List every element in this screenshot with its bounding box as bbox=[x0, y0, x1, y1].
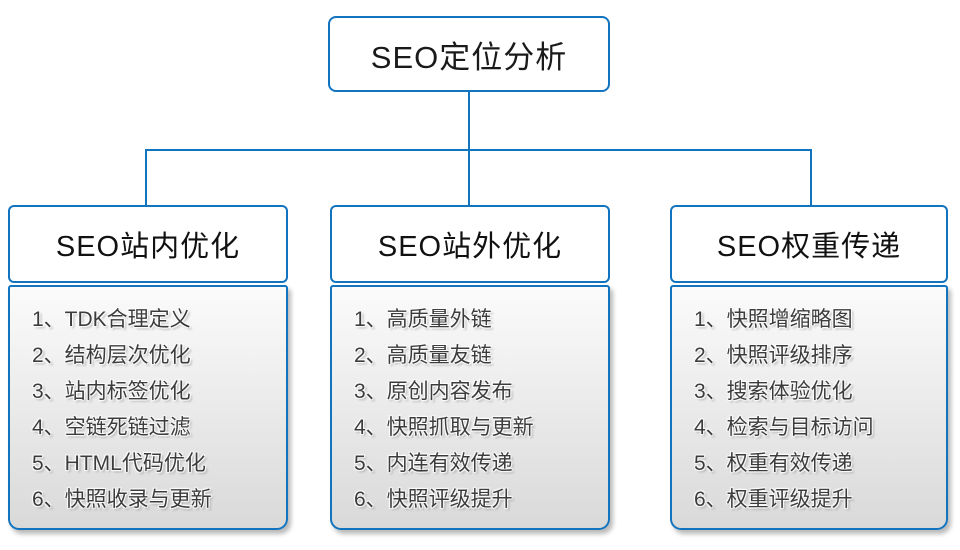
root-node-seo-positioning: SEO定位分析 bbox=[328, 16, 610, 92]
list-item: 4、检索与目标访问 bbox=[694, 416, 874, 439]
connector-middle-vertical bbox=[468, 149, 470, 206]
list-item: 5、HTML代码优化 bbox=[32, 452, 206, 475]
branch-header-onsite-title: SEO站内优化 bbox=[55, 231, 241, 263]
connector-root-vertical bbox=[468, 92, 470, 150]
list-item: 1、快照增缩略图 bbox=[694, 308, 853, 331]
list-item: 3、站内标签优化 bbox=[32, 380, 191, 403]
list-item: 5、权重有效传递 bbox=[694, 452, 853, 475]
list-item: 2、高质量友链 bbox=[354, 344, 492, 367]
list-item: 6、权重评级提升 bbox=[694, 488, 853, 511]
list-item: 2、快照评级排序 bbox=[694, 344, 853, 367]
branch-header-offsite-title: SEO站外优化 bbox=[377, 231, 563, 263]
connector-left-vertical bbox=[145, 149, 147, 206]
connector-horizontal-bus bbox=[145, 149, 812, 151]
list-item: 4、快照抓取与更新 bbox=[354, 416, 534, 439]
list-item: 3、搜索体验优化 bbox=[694, 380, 853, 403]
list-item: 4、空链死链过滤 bbox=[32, 416, 191, 439]
list-item: 2、结构层次优化 bbox=[32, 344, 191, 367]
branch-header-weight: SEO权重传递 bbox=[670, 205, 948, 283]
branch-list-offsite: 1、高质量外链 2、高质量友链 3、原创内容发布 4、快照抓取与更新 5、内连有… bbox=[330, 285, 610, 530]
connector-right-vertical bbox=[810, 149, 812, 206]
branch-header-weight-title: SEO权重传递 bbox=[716, 231, 902, 263]
branch-header-onsite: SEO站内优化 bbox=[8, 205, 288, 283]
branch-header-offsite: SEO站外优化 bbox=[330, 205, 610, 283]
branch-list-onsite: 1、TDK合理定义 2、结构层次优化 3、站内标签优化 4、空链死链过滤 5、H… bbox=[8, 285, 288, 530]
list-item: 5、内连有效传递 bbox=[354, 452, 513, 475]
root-node-title: SEO定位分析 bbox=[370, 39, 568, 75]
branch-list-weight: 1、快照增缩略图 2、快照评级排序 3、搜索体验优化 4、检索与目标访问 5、权… bbox=[670, 285, 948, 530]
list-item: 1、高质量外链 bbox=[354, 308, 492, 331]
list-item: 6、快照评级提升 bbox=[354, 488, 513, 511]
list-item: 1、TDK合理定义 bbox=[32, 308, 191, 331]
list-item: 3、原创内容发布 bbox=[354, 380, 513, 403]
list-item: 6、快照收录与更新 bbox=[32, 488, 212, 511]
